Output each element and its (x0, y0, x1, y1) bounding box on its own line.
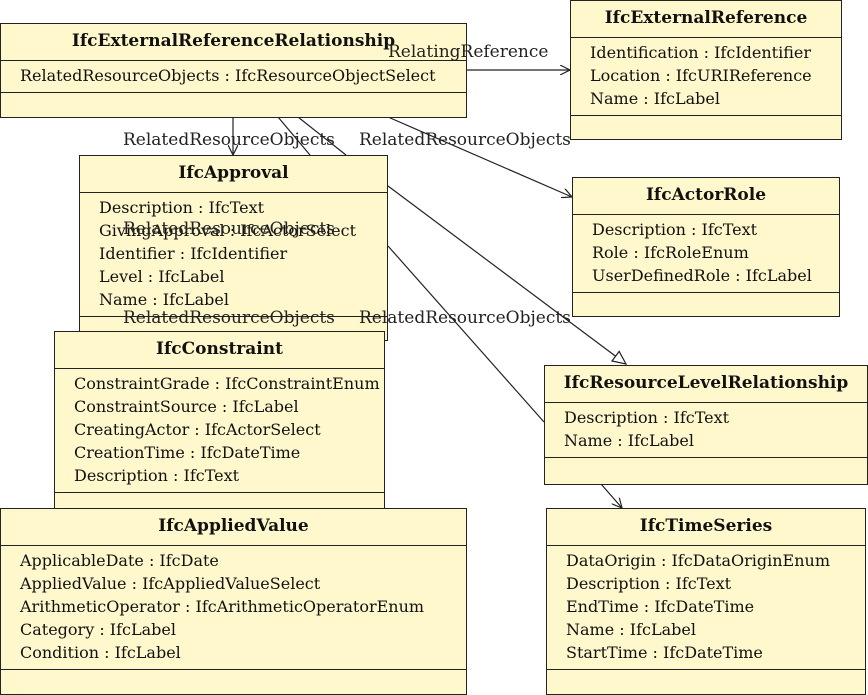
operation-compartment (1, 670, 466, 686)
attribute: RelatedResourceObjects : IfcResourceObje… (20, 66, 436, 85)
edge-label-related-resource-objects: RelatedResourceObjects (123, 219, 335, 239)
attribute-list: RelatedResourceObjects : IfcResourceObje… (1, 61, 466, 93)
association-to-applied-value (297, 116, 347, 156)
edge-label-related-resource-objects: RelatedResourceObjects (123, 308, 335, 328)
attribute: EndTime : IfcDateTime (566, 597, 755, 616)
generalization-to-resource-level-relationship (387, 185, 628, 365)
class-ifc-external-reference: IfcExternalReference Identification : If… (570, 0, 842, 140)
attribute-list: Description : IfcText GivingApproval : I… (80, 193, 387, 317)
attribute: UserDefinedRole : IfcLabel (592, 266, 812, 285)
attribute: Category : IfcLabel (20, 620, 176, 639)
attribute-list: Description : IfcText Role : IfcRoleEnum… (573, 215, 839, 293)
edge-label-relating-reference: RelatingReference (388, 42, 549, 62)
attribute: Description : IfcText (99, 198, 265, 217)
attribute: Location : IfcURIReference (590, 66, 812, 85)
attribute-list: ApplicableDate : IfcDate AppliedValue : … (1, 546, 466, 670)
class-name: IfcApproval (80, 156, 387, 193)
operation-compartment (545, 458, 867, 474)
edge-label-related-resource-objects: RelatedResourceObjects (123, 130, 335, 150)
operation-compartment (571, 116, 841, 132)
class-name: IfcConstraint (55, 332, 384, 369)
attribute: Description : IfcText (74, 466, 240, 485)
operation-compartment (573, 293, 839, 309)
operation-compartment (55, 493, 384, 509)
class-name: IfcActorRole (573, 178, 839, 215)
attribute: ApplicableDate : IfcDate (20, 551, 219, 570)
class-ifc-actor-role: IfcActorRole Description : IfcText Role … (572, 177, 840, 317)
attribute: Name : IfcLabel (99, 290, 229, 309)
attribute: Description : IfcText (566, 574, 732, 593)
attribute: Description : IfcText (592, 220, 758, 239)
attribute: ConstraintSource : IfcLabel (74, 397, 299, 416)
edge-label-related-resource-objects: RelatedResourceObjects (359, 308, 571, 328)
association-to-actor-role (387, 116, 572, 197)
operation-compartment (1, 93, 466, 109)
class-ifc-constraint: IfcConstraint ConstraintGrade : IfcConst… (54, 331, 385, 517)
attribute: Name : IfcLabel (564, 431, 694, 450)
class-name: IfcResourceLevelRelationship (545, 366, 867, 403)
attribute-list: ConstraintGrade : IfcConstraintEnum Cons… (55, 369, 384, 493)
class-name: IfcExternalReference (571, 1, 841, 38)
attribute: Description : IfcText (564, 408, 730, 427)
attribute: Level : IfcLabel (99, 267, 225, 286)
attribute: Name : IfcLabel (566, 620, 696, 639)
attribute: ConstraintGrade : IfcConstraintEnum (74, 374, 380, 393)
attribute: Role : IfcRoleEnum (592, 243, 749, 262)
attribute: GivingApproval : IfcActorSelect (99, 221, 357, 240)
attribute: ArithmeticOperator : IfcArithmeticOperat… (20, 597, 425, 616)
association-to-time-series (600, 483, 622, 508)
attribute-list: DataOrigin : IfcDataOriginEnum Descripti… (547, 546, 865, 670)
attribute: CreatingActor : IfcActorSelect (74, 420, 321, 439)
attribute-list: Identification : IfcIdentifier Location … (571, 38, 841, 116)
class-ifc-applied-value: IfcAppliedValue ApplicableDate : IfcDate… (0, 508, 467, 695)
class-ifc-time-series: IfcTimeSeries DataOrigin : IfcDataOrigin… (546, 508, 866, 695)
attribute: StartTime : IfcDateTime (566, 643, 763, 662)
class-ifc-resource-level-relationship: IfcResourceLevelRelationship Description… (544, 365, 868, 485)
edge-label-related-resource-objects: RelatedResourceObjects (359, 130, 571, 150)
class-name: IfcExternalReferenceRelationship (1, 24, 466, 61)
attribute: Condition : IfcLabel (20, 643, 181, 662)
class-ifc-external-reference-relationship: IfcExternalReferenceRelationship Related… (0, 23, 467, 118)
attribute: DataOrigin : IfcDataOriginEnum (566, 551, 830, 570)
attribute: Identifier : IfcIdentifier (99, 244, 288, 263)
attribute: CreationTime : IfcDateTime (74, 443, 301, 462)
operation-compartment (547, 670, 865, 686)
class-name: IfcTimeSeries (547, 509, 865, 546)
class-name: IfcAppliedValue (1, 509, 466, 546)
attribute: Identification : IfcIdentifier (590, 43, 811, 62)
attribute: Name : IfcLabel (590, 89, 720, 108)
attribute-list: Description : IfcText Name : IfcLabel (545, 403, 867, 458)
association-to-constraint (277, 116, 311, 156)
attribute: AppliedValue : IfcAppliedValueSelect (20, 574, 321, 593)
association-to-resource-level-relationship (387, 245, 545, 423)
